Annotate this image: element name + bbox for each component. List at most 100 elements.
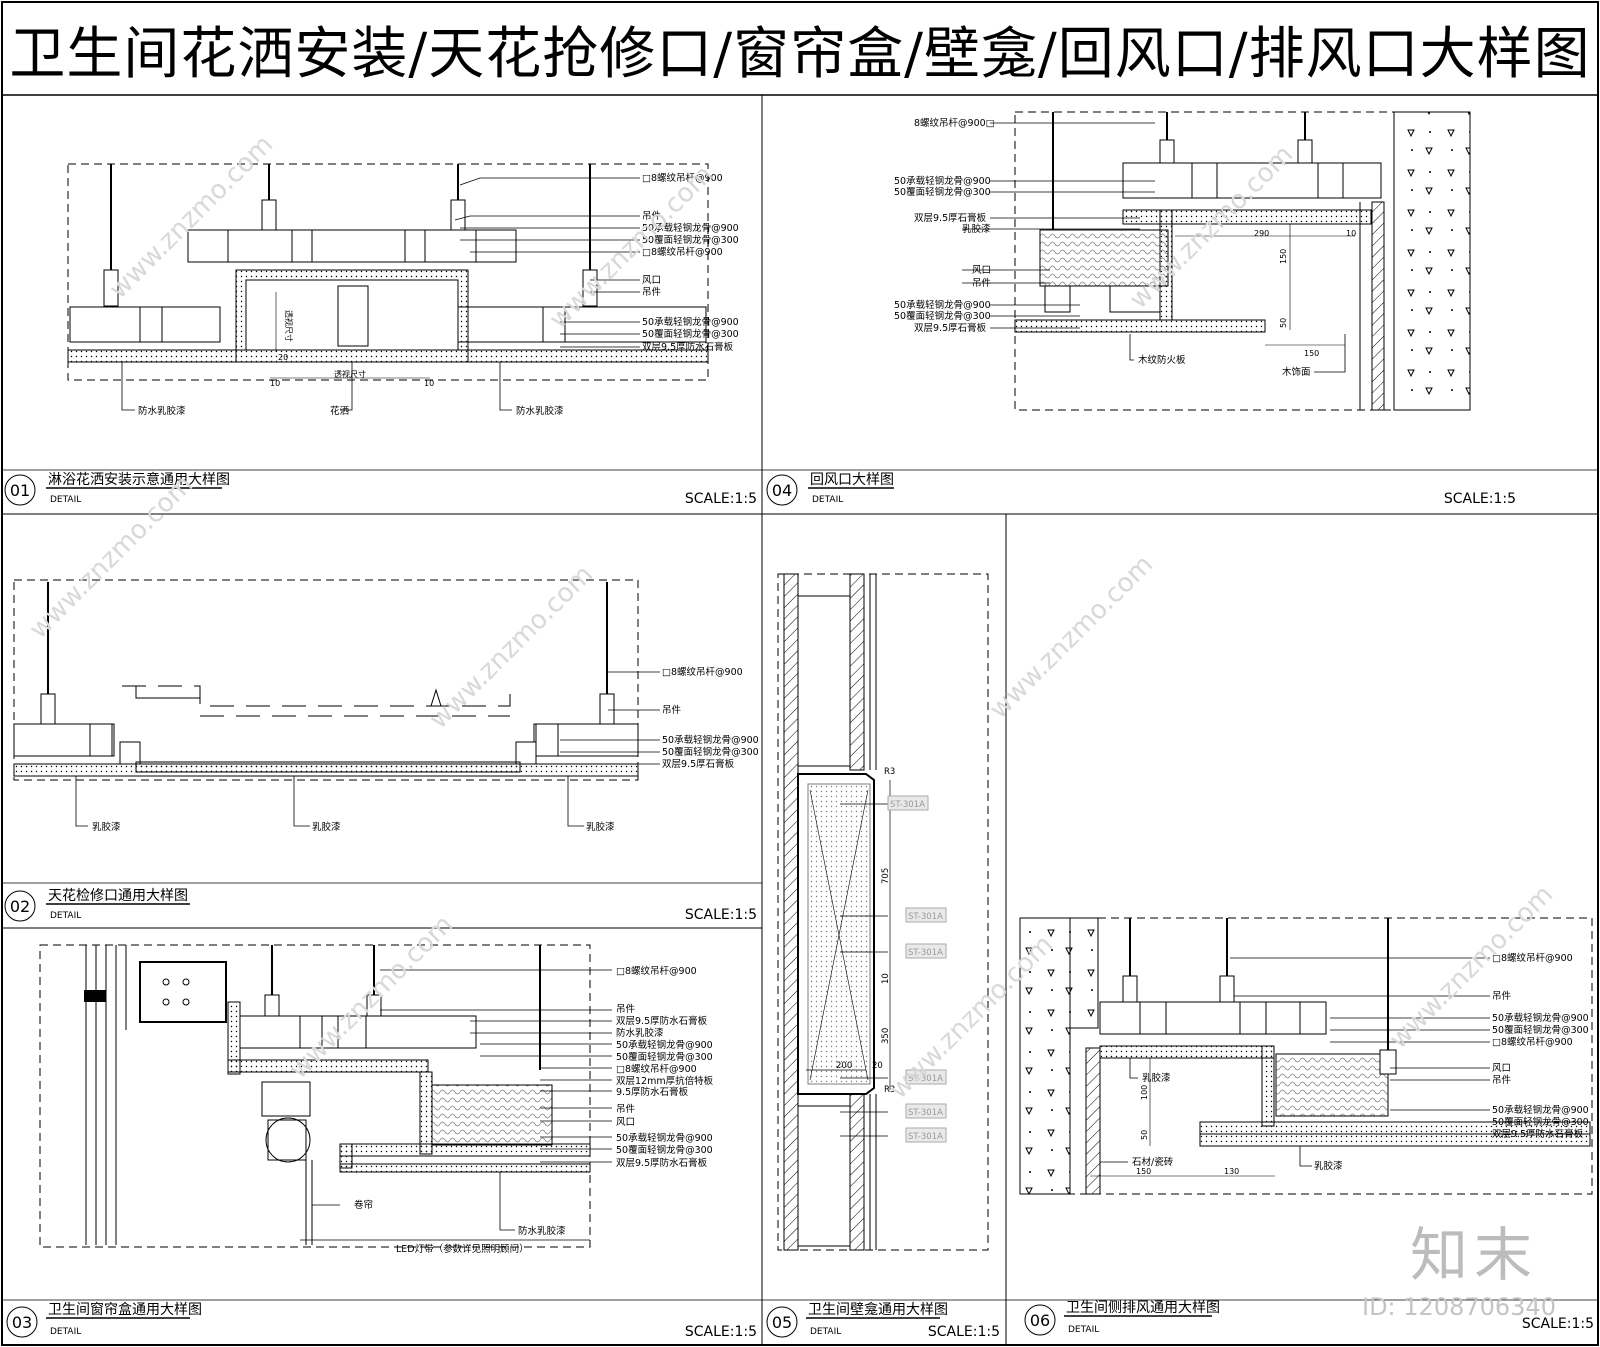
p03-rod2-label: □8螺纹吊杆@900: [616, 1063, 697, 1075]
p03-special-board-label: 双层12mm厚抗倍特板: [616, 1075, 714, 1087]
p01-cover-keel2-label: 50覆面轻钢龙骨@300: [642, 328, 739, 340]
p06-paint-label: 乳胶漆: [1142, 1072, 1171, 1084]
p03-hanger-label: 吊件: [616, 1003, 636, 1015]
p04-vent-label: 风口: [972, 265, 991, 276]
panel-title: 卫生间侧排风通用大样图: [1066, 1300, 1220, 1316]
p03-vent-label: 风口: [616, 1117, 635, 1128]
p05-st5: ST-301A: [908, 1108, 943, 1118]
p03-gyp-label: 9.5厚防水石膏板: [616, 1086, 689, 1098]
p05-st4: ST-301A: [908, 1074, 943, 1084]
p02-paint3-label: 乳胶漆: [586, 821, 615, 833]
p01-cover-keel-label: 50覆面轻钢龙骨@300: [642, 234, 739, 246]
p04-main-keel2-label: 50承载轻钢龙骨@900: [894, 299, 991, 311]
p06-cover-keel2-label: 50覆面轻钢龙骨@300: [1492, 1116, 1589, 1128]
p05-st2: ST-301A: [908, 912, 943, 922]
panel-number: 01: [10, 481, 30, 500]
p06-rod-label: □8螺纹吊杆@900: [1492, 952, 1573, 964]
p03-board-label: 双层9.5厚防水石膏板: [616, 1015, 708, 1027]
panel-subtitle: DETAIL: [812, 495, 843, 505]
panel-scale: SCALE:1:5: [1522, 1316, 1594, 1332]
panel-subtitle: DETAIL: [50, 911, 81, 921]
watermark-url: www.znzmo.com: [424, 560, 599, 735]
p06-dim-130: 130: [1224, 1167, 1239, 1176]
p04-dim-150v: 150: [1279, 249, 1288, 264]
p03-main-keel-label: 50承载轻钢龙骨@900: [616, 1039, 713, 1051]
p03-rod-label: □8螺纹吊杆@900: [616, 965, 697, 977]
panel-title: 回风口大样图: [810, 472, 894, 488]
panel-scale: SCALE:1:5: [685, 1324, 757, 1340]
p02-board-label: 双层9.5厚石膏板: [662, 758, 735, 770]
p04-board-label: 双层9.5厚石膏板: [914, 212, 987, 224]
p04-paint-label: 乳胶漆: [962, 223, 991, 235]
panel-number: 05: [772, 1313, 792, 1332]
panel-subtitle: DETAIL: [1068, 1325, 1099, 1335]
p01-paint-right-label: 防水乳胶漆: [516, 405, 564, 417]
panel-01-drawing: [67, 163, 709, 411]
p03-hanger2-label: 吊件: [616, 1103, 636, 1115]
panel-subtitle: DETAIL: [810, 1327, 841, 1337]
watermark-url: www.znzmo.com: [984, 550, 1159, 725]
p02-paint2-label: 乳胶漆: [312, 821, 341, 833]
p06-dim-100: 100: [1140, 1085, 1149, 1100]
p04-dim-150h: 150: [1304, 349, 1319, 358]
p04-dim-10: 10: [1346, 229, 1356, 238]
p03-paint2-label: 防水乳胶漆: [518, 1225, 566, 1237]
panel-05-drawing: [777, 573, 989, 1251]
panel-title: 卫生间窗帘盒通用大样图: [48, 1301, 202, 1318]
p06-rod2-label: □8螺纹吊杆@900: [1492, 1036, 1573, 1048]
brand-watermark: 知末: [1410, 1221, 1539, 1289]
p06-cover-keel-label: 50覆面轻钢龙骨@300: [1492, 1024, 1589, 1036]
p06-vent-label: 风口: [1492, 1063, 1511, 1074]
p05-dim-350: 350: [881, 1028, 891, 1044]
panel-title: 卫生间壁龛通用大样图: [808, 1302, 948, 1318]
panel-scale: SCALE:1:5: [928, 1324, 1000, 1340]
p01-hanger-label: 吊件: [642, 210, 662, 222]
panel-scale: SCALE:1:5: [1444, 491, 1516, 507]
panel-subtitle: DETAIL: [50, 495, 81, 505]
p06-stone-label: 石材/瓷砖: [1132, 1156, 1174, 1168]
p01-dim-10a: 10: [270, 379, 280, 388]
p01-shower-label: 花洒: [330, 405, 350, 417]
p03-led-label: LED灯带（参数详见照明顾问）: [396, 1243, 529, 1255]
id-watermark: ID: 1208706340: [1362, 1293, 1556, 1321]
title-block-06: 06 卫生间侧排风通用大样图 DETAIL SCALE:1:5: [1024, 1300, 1594, 1336]
p01-dim-height: 透视尺寸: [284, 310, 294, 342]
p04-main-keel-label: 50承载轻钢龙骨@900: [894, 175, 991, 187]
p06-hanger-label: 吊件: [1492, 990, 1512, 1002]
p01-main-keel2-label: 50承载轻钢龙骨@900: [642, 316, 739, 328]
panel-scale: SCALE:1:5: [685, 491, 757, 507]
title-block-05: 05 卫生间壁龛通用大样图 DETAIL SCALE:1:5: [766, 1302, 1000, 1340]
p03-paint-label: 防水乳胶漆: [616, 1027, 664, 1039]
p03-cover-keel-label: 50覆面轻钢龙骨@300: [616, 1051, 713, 1063]
panel-03-drawing: [39, 944, 612, 1248]
p05-dim-200: 200: [836, 1061, 852, 1071]
panel-number: 02: [10, 897, 30, 916]
p01-hanger2-label: 吊件: [642, 286, 662, 298]
panel-title: 淋浴花洒安装示意通用大样图: [48, 471, 230, 488]
p05-dim-20: 20: [872, 1061, 883, 1071]
panel-02-drawing: [13, 579, 660, 827]
p03-main-keel2-label: 50承载轻钢龙骨@900: [616, 1132, 713, 1144]
p04-cover-keel-label: 50覆面轻钢龙骨@300: [894, 186, 991, 198]
panel-number: 04: [772, 481, 792, 500]
panel-number: 06: [1030, 1311, 1050, 1330]
panel-subtitle: DETAIL: [50, 1327, 81, 1337]
p01-main-keel-label: 50承载轻钢龙骨@900: [642, 222, 739, 234]
p05-st6: ST-301A: [908, 1132, 943, 1142]
p04-rod-label: 8螺纹吊杆@900□: [914, 117, 995, 129]
title-block-04: 04 回风口大样图 DETAIL SCALE:1:5: [766, 472, 1516, 507]
p01-vent-label: 风口: [642, 275, 661, 286]
p03-board2-label: 双层9.5厚防水石膏板: [616, 1157, 708, 1169]
p04-dim-50: 50: [1279, 318, 1288, 328]
p05-dim-705: 705: [881, 868, 891, 884]
p06-dim-50: 50: [1140, 1130, 1149, 1140]
p02-rod-label: □8螺纹吊杆@900: [662, 666, 743, 678]
p06-hanger2-label: 吊件: [1492, 1074, 1512, 1086]
title-block-02: 02 天花检修口通用大样图 DETAIL SCALE:1:5: [4, 888, 757, 923]
p01-dim-20: 20: [278, 353, 288, 362]
p01-dim-10b: 10: [424, 379, 434, 388]
p06-dim-150: 150: [1136, 1167, 1151, 1176]
p03-curtain-label: 卷帘: [354, 1199, 373, 1211]
panel-scale: SCALE:1:5: [685, 907, 757, 923]
